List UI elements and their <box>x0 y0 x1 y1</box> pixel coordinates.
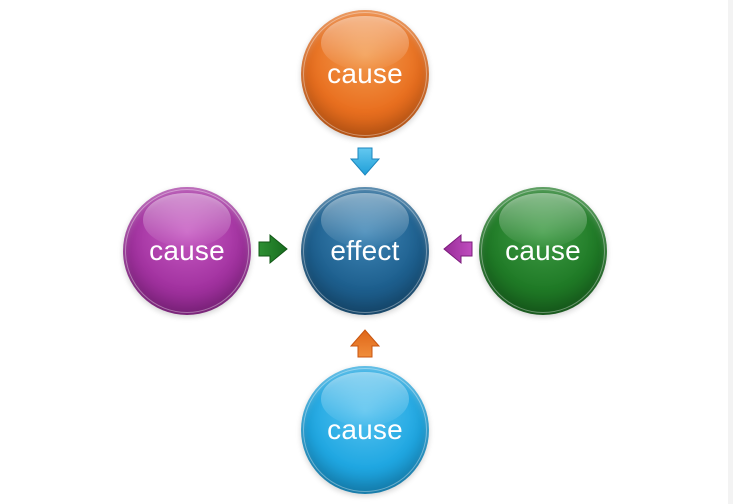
page-edge <box>728 0 733 504</box>
effect-node: effect <box>301 187 429 315</box>
arrow-right-icon <box>258 233 288 265</box>
cause-node-right-label: cause <box>505 235 581 266</box>
cause-node-left: cause <box>123 187 251 315</box>
effect-node-label: effect <box>330 235 400 266</box>
arrow-up-icon <box>349 329 381 358</box>
cause-node-top: cause <box>301 10 429 138</box>
cause-node-right: cause <box>479 187 607 315</box>
cause-node-bottom: cause <box>301 366 429 494</box>
cause-node-bottom-label: cause <box>327 414 403 445</box>
cause-node-top-label: cause <box>327 58 403 89</box>
arrow-left-icon <box>443 233 473 265</box>
cause-node-left-label: cause <box>149 235 225 266</box>
arrow-down-icon <box>349 147 381 176</box>
